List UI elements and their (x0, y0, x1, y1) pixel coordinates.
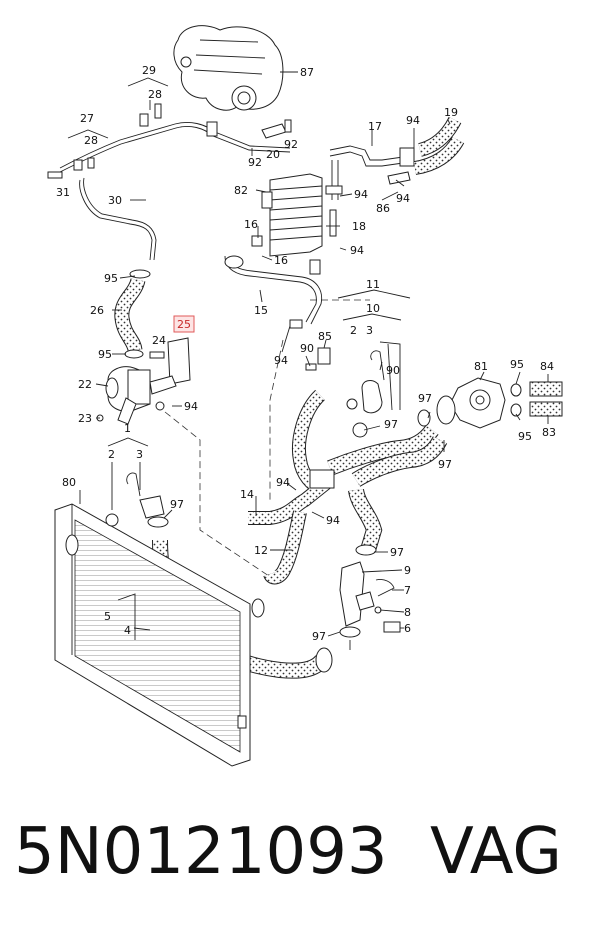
thermostat-housing-81 (436, 377, 522, 429)
callout-90: 90 (386, 364, 400, 377)
callout-92: 92 (284, 138, 298, 151)
footer: 5N0121093 VAG (0, 815, 600, 925)
connector-2-3 (105, 472, 165, 527)
callout-2: 2 (108, 448, 115, 461)
callout-19: 19 (444, 106, 458, 119)
callout-85: 85 (318, 330, 332, 343)
callout-31: 31 (56, 186, 70, 199)
callout-brackets (67, 77, 411, 640)
callout-16: 16 (274, 254, 288, 267)
callout-94: 94 (274, 354, 288, 367)
callout-3: 3 (136, 448, 143, 461)
callout-94: 94 (276, 476, 290, 489)
callout-80: 80 (62, 476, 76, 489)
callout-22: 22 (78, 378, 92, 391)
hose-84 (529, 381, 563, 397)
callout-92: 92 (248, 156, 262, 169)
callout-11: 11 (366, 278, 380, 291)
callout-26: 26 (90, 304, 104, 317)
hose-junction (309, 425, 448, 556)
callout-17: 17 (368, 120, 382, 133)
hose-12 (263, 510, 307, 585)
callout-97: 97 (418, 392, 432, 405)
coolant-flange-11 (346, 341, 401, 438)
connector-90-85 (305, 347, 331, 371)
callout-10: 10 (366, 302, 380, 315)
brand-name: VAG (430, 815, 562, 889)
callout-8: 8 (404, 606, 411, 619)
highlighted-callout-25[interactable]: 25 (173, 315, 195, 333)
callout-94: 94 (396, 192, 410, 205)
callout-28: 28 (148, 88, 162, 101)
callout-84: 84 (540, 360, 554, 373)
callout-94: 94 (354, 188, 368, 201)
callout-labels: 87 29 28 27 28 31 92 20 92 30 95 26 25 2… (56, 64, 556, 643)
callout-3: 3 (366, 324, 373, 337)
callout-82: 82 (234, 184, 248, 197)
callout-9: 9 (404, 564, 411, 577)
callout-30: 30 (108, 194, 122, 207)
turbocharger (173, 25, 284, 111)
coolant-system-exploded-diagram: 87 29 28 27 28 31 92 20 92 30 95 26 25 2… (47, 25, 563, 767)
callout-14: 14 (240, 488, 254, 501)
callout-90: 90 (300, 342, 314, 355)
tee-connector-9 (339, 561, 401, 638)
callout-94: 94 (350, 244, 364, 257)
leader-lines (79, 100, 549, 650)
hose-19 (413, 116, 465, 175)
callout-94: 94 (326, 514, 340, 527)
callout-18: 18 (352, 220, 366, 233)
coolant-pipe-17 (325, 145, 415, 237)
callout-28: 28 (84, 134, 98, 147)
callout-94: 94 (406, 114, 420, 127)
callout-5: 5 (104, 610, 111, 623)
callout-7: 7 (404, 584, 411, 597)
callout-6: 6 (404, 622, 411, 635)
callout-12: 12 (254, 544, 268, 557)
callout-97: 97 (438, 458, 452, 471)
callout-23: 23 (78, 412, 92, 425)
oil-cooler-82 (251, 173, 323, 257)
callout-95: 95 (518, 430, 532, 443)
callout-2: 2 (350, 324, 357, 337)
callout-94: 94 (184, 400, 198, 413)
callout-29: 29 (142, 64, 156, 77)
callout-97: 97 (384, 418, 398, 431)
callout-27: 27 (80, 112, 94, 125)
callout-1: 1 (124, 422, 131, 435)
callout-15: 15 (254, 304, 268, 317)
part-number: 5N0121093 (14, 815, 388, 889)
hose-26 (114, 269, 151, 359)
auxiliary-pump-22 (96, 337, 191, 425)
callout-24: 24 (152, 334, 166, 347)
radiator-80 (54, 503, 265, 767)
callout-25: 25 (177, 318, 191, 331)
callout-97: 97 (390, 546, 404, 559)
callout-20: 20 (266, 148, 280, 161)
callout-83: 83 (542, 426, 556, 439)
pipe-15 (224, 255, 323, 329)
callout-95: 95 (98, 348, 112, 361)
callout-97: 97 (170, 498, 184, 511)
callout-97: 97 (312, 630, 326, 643)
hose-83 (529, 401, 563, 417)
callout-16: 16 (244, 218, 258, 231)
callout-95: 95 (104, 272, 118, 285)
callout-87: 87 (300, 66, 314, 79)
callout-86: 86 (376, 202, 390, 215)
turbo-coolant-pipes (47, 103, 292, 261)
callout-4: 4 (124, 624, 131, 637)
hose-14 (248, 389, 334, 525)
callout-95: 95 (510, 358, 524, 371)
callout-81: 81 (474, 360, 488, 373)
